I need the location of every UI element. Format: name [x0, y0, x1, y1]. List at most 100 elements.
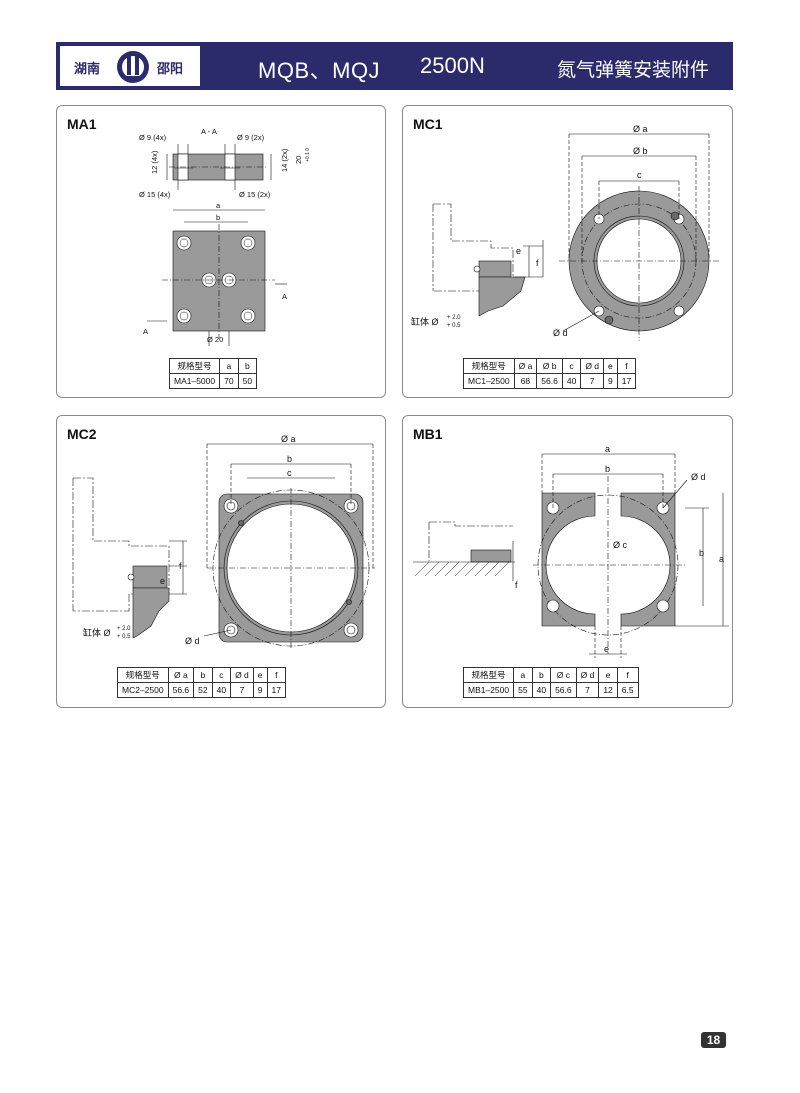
- panel-mc2: MC2: [56, 415, 386, 708]
- table-header-cell: a: [513, 667, 533, 683]
- mc2-dim-c: c: [287, 468, 292, 478]
- table-header-cell: e: [603, 358, 618, 374]
- table-cell: 56.6: [167, 682, 195, 698]
- ma1-section-label: A - A: [201, 127, 217, 136]
- table-header-cell: Ø c: [550, 667, 577, 683]
- table-cell: MC2–2500: [117, 682, 169, 698]
- table-cell: 7: [580, 373, 605, 389]
- mc2-cylinder-label: 缸体 Ø: [83, 627, 111, 638]
- mb1-spec-table: 规格型号 a b Ø c Ø d e f MB1–2500 55 40 56.6…: [462, 667, 639, 698]
- table-cell: 40: [211, 682, 232, 698]
- table-header-cell: 规格型号: [168, 358, 221, 374]
- logo-text-left: 湖南: [74, 61, 101, 76]
- mc1-dim-c: c: [637, 170, 642, 180]
- table-cell: 7: [230, 682, 254, 698]
- mc1-dim-f: f: [536, 258, 539, 268]
- mc2-dim-a: Ø a: [281, 434, 296, 444]
- ma1-dim-a: a: [216, 201, 221, 210]
- mb1-dim-a: a: [605, 444, 610, 454]
- table-header-cell: a: [219, 358, 239, 374]
- table-row: MC1–2500 68 56.6 40 7 9 17: [463, 373, 637, 389]
- mc2-drawing: Ø a b c e f Ø d 缸体 Ø + 2.0 + 0.5: [72, 434, 375, 648]
- table-header-row: 规格型号 Ø a b c Ø d e f: [117, 667, 286, 683]
- ma1-cut-mark-right: A: [282, 292, 287, 301]
- mc1-dim-e: e: [516, 246, 521, 256]
- mc2-dim-e: e: [160, 576, 165, 586]
- table-header-cell: Ø a: [513, 358, 538, 374]
- ma1-dim-20-tol: +0.1 0: [305, 148, 311, 162]
- mc1-dim-b: Ø b: [633, 146, 648, 156]
- table-header-cell: 规格型号: [462, 667, 515, 683]
- table-cell: MA1–5000: [168, 373, 221, 389]
- table-header-cell: Ø d: [580, 358, 605, 374]
- table-cell: 70: [219, 373, 239, 389]
- mc2-dim-b: b: [287, 454, 292, 464]
- table-row: MA1–5000 70 50: [168, 373, 258, 389]
- ma1-dim-12-4x: 12 (4x): [150, 150, 159, 174]
- panel-title: MA1: [67, 116, 97, 132]
- ma1-dim-14-2x: 14 (2x): [280, 148, 289, 172]
- table-header-cell: c: [211, 667, 232, 683]
- mc1-spec-table: 规格型号 Ø a Ø b c Ø d e f MC1–2500 68 56.6 …: [463, 358, 637, 389]
- table-header-cell: b: [193, 667, 213, 683]
- mc2-dim-f: f: [179, 561, 182, 571]
- ma1-dim-d20: Ø 20: [207, 335, 223, 344]
- header-title: 氮气弹簧安装附件: [557, 60, 710, 81]
- table-cell: 40: [561, 373, 582, 389]
- header-force: 2500N: [420, 53, 485, 78]
- table-cell: MB1–2500: [462, 682, 515, 698]
- table-header-cell: e: [252, 667, 268, 683]
- mc2-tol-minus: + 0.5: [117, 634, 131, 640]
- table-cell: 9: [603, 373, 618, 389]
- mb1-dim-f: f: [515, 580, 518, 590]
- table-cell: 55: [513, 682, 533, 698]
- table-header-row: 规格型号 a b Ø c Ø d e f: [462, 667, 639, 683]
- ma1-dim-b: b: [216, 213, 220, 222]
- table-header-cell: f: [616, 358, 637, 374]
- ma1-spec-table: 规格型号 a b MA1–5000 70 50: [168, 358, 258, 389]
- panel-title: MB1: [413, 426, 443, 442]
- table-header-cell: f: [266, 667, 286, 683]
- table-header-row: 规格型号 Ø a Ø b c Ø d e f: [463, 358, 637, 374]
- mb1-dim-a-vertical: a: [719, 554, 724, 564]
- table-cell: 9: [252, 682, 268, 698]
- ma1-dim-20: 20: [294, 156, 303, 164]
- table-row: MC2–2500 56.6 52 40 7 9 17: [117, 682, 286, 698]
- mc2-dim-d: Ø d: [185, 636, 200, 646]
- table-header-cell: f: [616, 667, 639, 683]
- table-cell: 17: [616, 373, 637, 389]
- company-logo: 湖南 邵阳: [59, 45, 201, 87]
- logo-mark-icon: [117, 51, 149, 83]
- panel-mb1: MB1: [402, 415, 733, 708]
- mb1-dim-c: Ø c: [613, 540, 628, 550]
- mc1-dim-d: Ø d: [553, 328, 568, 338]
- mc1-tol-minus: + 0.5: [447, 323, 461, 329]
- mc2-tol-plus: + 2.0: [117, 626, 131, 632]
- table-cell: 50: [237, 373, 258, 389]
- table-cell: 68: [513, 373, 538, 389]
- table-cell: 17: [266, 682, 286, 698]
- ma1-cut-mark-left: A: [143, 327, 148, 336]
- table-header-cell: Ø d: [230, 667, 254, 683]
- mb1-dim-e: e: [604, 644, 609, 654]
- logo-text-right: 邵阳: [157, 61, 184, 76]
- table-header-row: 规格型号 a b: [168, 358, 258, 374]
- table-cell: 6.5: [616, 682, 639, 698]
- panel-title: MC2: [67, 426, 97, 442]
- mc2-spec-table: 规格型号 Ø a b c Ø d e f MC2–2500 56.6 52 40…: [117, 667, 286, 698]
- mc1-tol-plus: + 2.0: [447, 315, 461, 321]
- table-header-cell: 规格型号: [463, 358, 515, 374]
- mb1-drawing: a b Ø c Ø d e f b a: [413, 444, 729, 658]
- mb1-dim-b-vertical: b: [699, 548, 704, 558]
- table-header-cell: b: [237, 358, 258, 374]
- panel-mc1: MC1: [402, 105, 733, 398]
- table-row: MB1–2500 55 40 56.6 7 12 6.5: [462, 682, 639, 698]
- table-header-cell: 规格型号: [117, 667, 169, 683]
- mb1-dim-d: Ø d: [691, 472, 706, 482]
- table-header-cell: b: [531, 667, 552, 683]
- mc1-cylinder-label: 缸体 Ø: [411, 316, 439, 327]
- table-header-cell: Ø d: [575, 667, 600, 683]
- table-header-cell: Ø a: [167, 667, 195, 683]
- table-header-cell: c: [561, 358, 582, 374]
- ma1-dim-d15-4x: Ø 15 (4x): [139, 190, 171, 199]
